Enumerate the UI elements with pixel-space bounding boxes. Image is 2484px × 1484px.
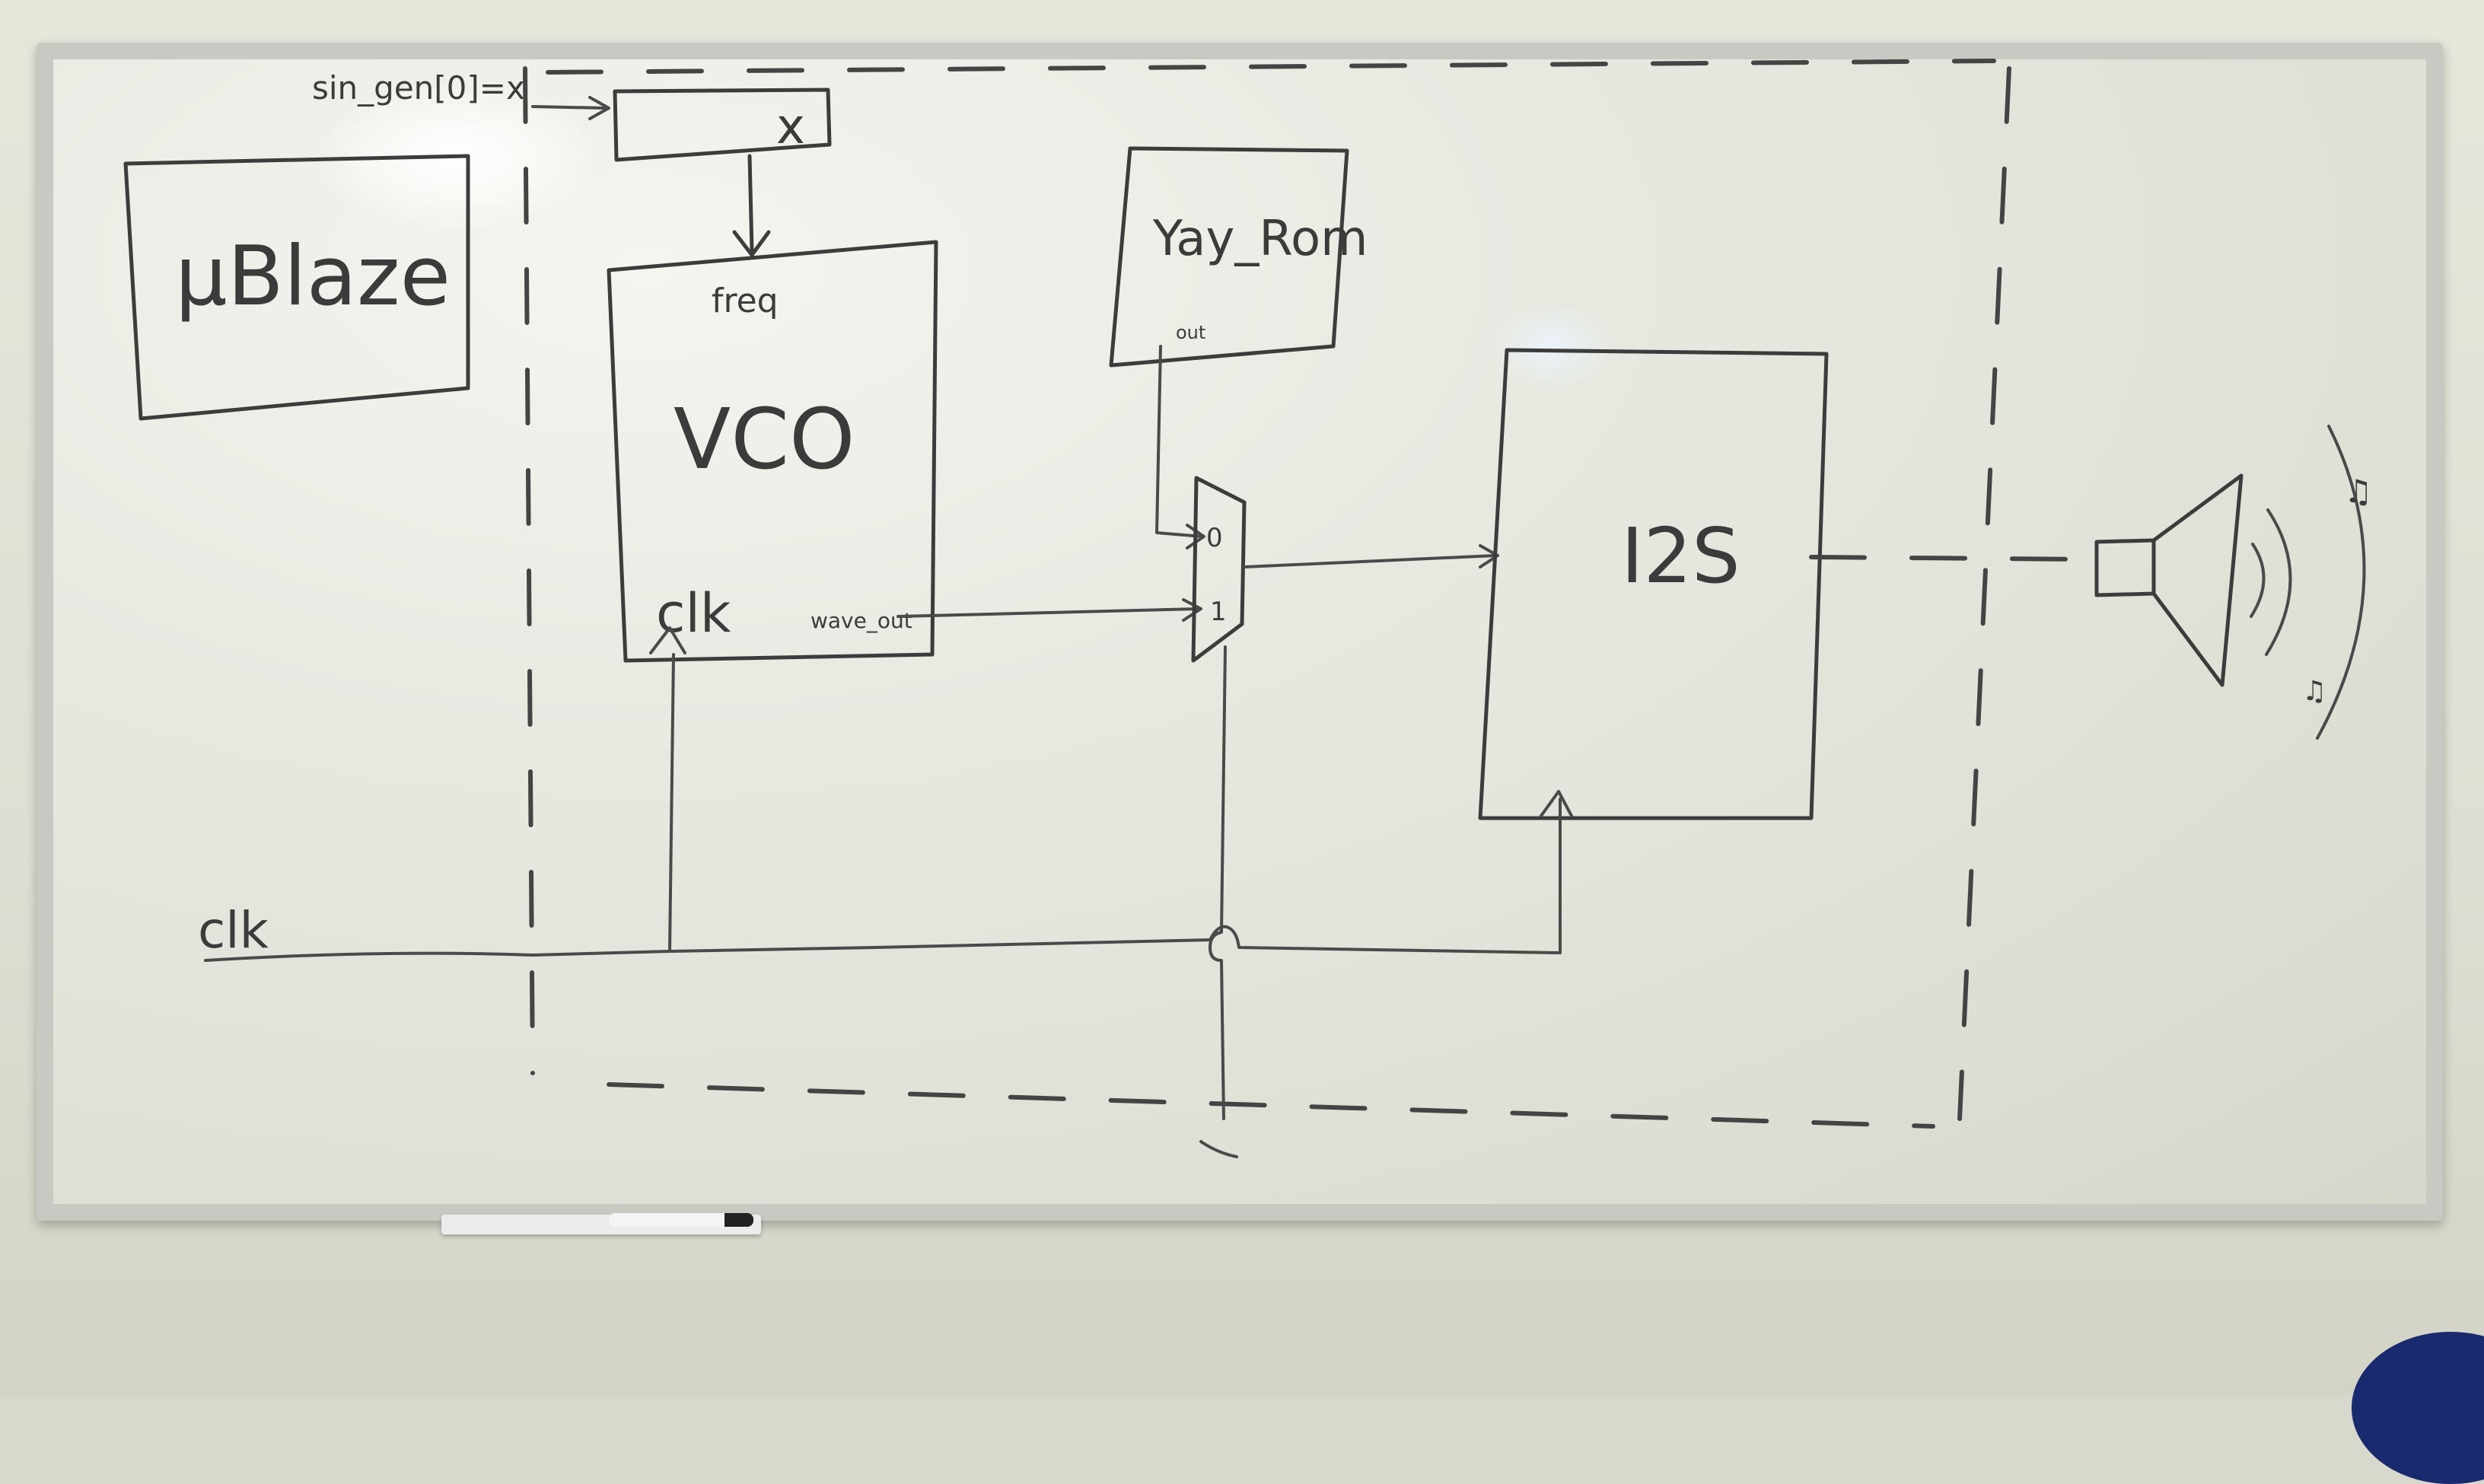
ublaze-box	[123, 154, 470, 421]
rom-to-mux-wire	[1155, 345, 1204, 538]
ublaze-label: μBlaze	[175, 229, 451, 324]
vco-out-label: wave_out	[810, 608, 912, 633]
boundary-right	[1957, 66, 2011, 1121]
vco-freq-label: freq	[712, 282, 779, 320]
rom-title: Yay_Rom	[1152, 211, 1368, 267]
clk-label: clk	[198, 901, 269, 960]
clk-to-vco-wire	[668, 653, 675, 953]
i2s-clk-edge-symbol	[1540, 790, 1573, 817]
boundary-bottom	[607, 1082, 1935, 1129]
vco-box	[607, 240, 938, 663]
register-label: x	[776, 99, 805, 155]
register-to-freq-arrowhead	[732, 230, 771, 257]
sin-gen-arrow-line	[531, 105, 607, 110]
speaker-cone	[2151, 473, 2244, 687]
vco-clk-edge-symbol	[649, 626, 686, 654]
speaker-body	[2094, 538, 2156, 597]
mux-block: 0 1	[1191, 476, 1247, 663]
mux-to-i2s-wire	[1243, 554, 1497, 568]
vco-block: freq VCO clk wave_out	[607, 240, 938, 663]
sin-gen-signal: sin_gen[0]=x	[312, 69, 610, 120]
light-glare-small	[1492, 304, 1613, 388]
sin-gen-label: sin_gen[0]=x	[312, 69, 525, 107]
rom-box	[1109, 146, 1349, 368]
rom-block: Yay_Rom out	[1109, 146, 1368, 368]
register-block: x	[613, 88, 832, 257]
i2s-to-speaker-wire	[1809, 555, 2095, 562]
sound-wave-1	[2250, 543, 2266, 618]
mux-input-1-label: 1	[1210, 597, 1227, 627]
music-note-1: ♫	[2344, 473, 2373, 510]
clock-net: clk	[198, 653, 1562, 962]
vco-clk-label: clk	[656, 582, 731, 645]
mux-select-wire	[1209, 645, 1227, 1120]
vco-to-mux-wire	[896, 607, 1200, 618]
boundary-top	[546, 59, 1996, 75]
fpga-boundary	[523, 59, 2011, 1129]
boundary-left	[523, 66, 535, 1075]
whiteboard-surface	[53, 59, 2426, 1204]
mux-select-terminal	[1199, 1140, 1238, 1158]
register-to-freq-line	[747, 154, 754, 253]
rom-out-label: out	[1176, 322, 1205, 343]
mux-shape	[1191, 476, 1247, 663]
clk-main-wire	[204, 925, 1562, 962]
sound-wave-2	[2265, 508, 2292, 656]
mux-to-i2s-arrowhead	[1479, 544, 1499, 568]
rom-to-mux-arrowhead	[1186, 524, 1205, 549]
sin-gen-arrow-head	[588, 96, 610, 120]
i2s-box	[1478, 348, 1829, 820]
i2s-label: I2S	[1621, 511, 1740, 600]
sound-wave-3	[2316, 425, 2366, 740]
vco-to-mux-arrowhead	[1182, 598, 1202, 622]
marker-pen	[609, 1213, 753, 1227]
ublaze-block: μBlaze	[123, 154, 470, 421]
register-box	[613, 88, 832, 162]
mux-input-0-label: 0	[1206, 523, 1223, 553]
speaker-icon: ♫ ♫	[2094, 425, 2373, 740]
vco-title: VCO	[674, 390, 855, 488]
whiteboard-diagram: μBlaze sin_gen[0]=x x freq VCO clk wave_…	[123, 59, 2373, 1158]
i2s-block: I2S	[1478, 348, 1829, 820]
music-note-2: ♫	[2302, 676, 2326, 707]
